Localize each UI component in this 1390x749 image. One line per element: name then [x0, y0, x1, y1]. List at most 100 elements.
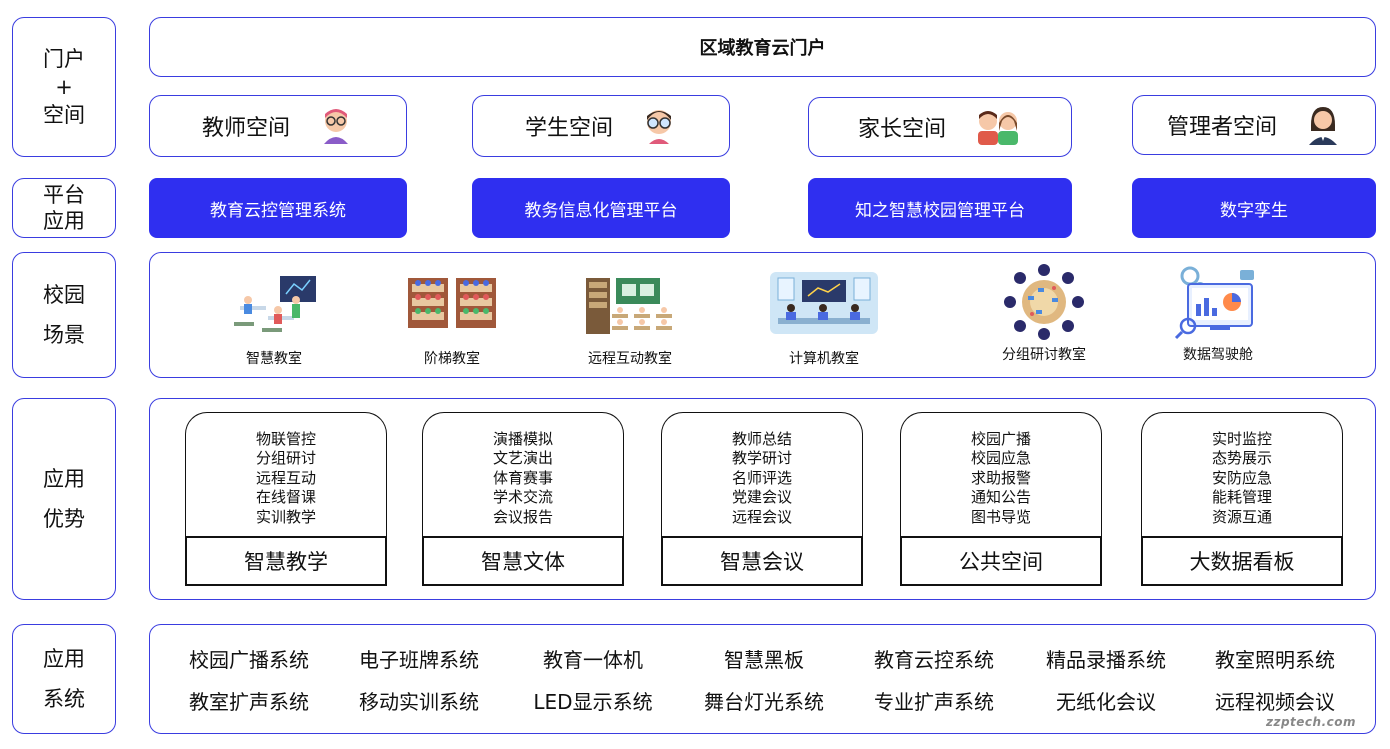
- row-label-system: 应用 系统: [12, 624, 116, 734]
- scene-label: 分组研讨教室: [1002, 347, 1086, 363]
- system-item[interactable]: 教育一体机: [543, 648, 643, 672]
- student-avatar-icon: [647, 110, 671, 144]
- advantage-item: 演播模拟: [492, 429, 553, 448]
- row-label-line: +: [55, 75, 73, 99]
- space-parent[interactable]: 家长空间: [808, 97, 1072, 157]
- advantage-items: 校园广播 校园应急 求助报警 通知公告 图书导览: [900, 412, 1102, 540]
- space-label: 管理者空间: [1166, 115, 1277, 140]
- row-label-line: 优势: [43, 507, 85, 531]
- advantage-item: 在线督课: [255, 488, 316, 507]
- system-item[interactable]: 教育云控系统: [874, 648, 994, 672]
- computer-lab-icon: [770, 272, 878, 334]
- advantage-item: 远程会议: [731, 507, 792, 526]
- scene-label: 阶梯教室: [424, 351, 480, 367]
- row-label-line: 应用: [43, 467, 85, 491]
- system-item[interactable]: 舞台灯光系统: [704, 690, 824, 714]
- scene-lecture-hall[interactable]: 阶梯教室: [404, 270, 500, 368]
- system-item[interactable]: 校园广播系统: [189, 648, 309, 672]
- row-label-line: 场景: [43, 323, 85, 347]
- advantage-card-smart-culture[interactable]: 演播模拟 文艺演出 体育赛事 学术交流 会议报告 智慧文体: [422, 412, 624, 586]
- row-label-line: 系统: [43, 687, 85, 711]
- advantage-card-public-space[interactable]: 校园广播 校园应急 求助报警 通知公告 图书导览 公共空间: [900, 412, 1102, 586]
- advantage-item: 校园广播: [970, 429, 1031, 448]
- advantage-item: 党建会议: [731, 488, 792, 507]
- system-item[interactable]: 专业扩声系统: [874, 690, 994, 714]
- scene-remote-classroom[interactable]: 远程互动教室: [582, 270, 678, 368]
- row-label-line: 平台: [43, 183, 85, 207]
- system-panel: [149, 624, 1376, 734]
- parents-avatar-icon: [978, 111, 1018, 145]
- system-item[interactable]: 电子班牌系统: [359, 648, 479, 672]
- advantage-item: 物联管控: [255, 429, 316, 448]
- space-teacher[interactable]: 教师空间: [149, 95, 407, 157]
- advantage-item: 远程互动: [255, 468, 316, 487]
- space-label: 家长空间: [857, 117, 946, 142]
- scene-smart-classroom[interactable]: 智慧教室: [226, 270, 322, 368]
- portal-title-box: 区域教育云门户: [149, 17, 1376, 77]
- advantage-panel: [149, 398, 1376, 600]
- advantage-item: 安防应急: [1211, 468, 1272, 487]
- row-label-line: 应用: [43, 647, 85, 671]
- scene-label: 智慧教室: [246, 351, 302, 367]
- advantage-item: 能耗管理: [1211, 488, 1272, 507]
- advantage-item: 资源互通: [1211, 507, 1272, 526]
- advantage-items: 教师总结 教学研讨 名师评选 党建会议 远程会议: [661, 412, 863, 540]
- advantage-items: 实时监控 态势展示 安防应急 能耗管理 资源互通: [1141, 412, 1343, 540]
- system-item[interactable]: 精品录播系统: [1046, 648, 1166, 672]
- advantage-card-big-data[interactable]: 实时监控 态势展示 安防应急 能耗管理 资源互通 大数据看板: [1141, 412, 1343, 586]
- advantage-item: 名师评选: [731, 468, 792, 487]
- advantage-item: 教学研讨: [731, 449, 792, 468]
- teacher-avatar-icon: [324, 109, 348, 144]
- system-item[interactable]: 移动实训系统: [359, 690, 479, 714]
- advantage-items: 演播模拟 文艺演出 体育赛事 学术交流 会议报告: [422, 412, 624, 540]
- platform-academic-affairs[interactable]: 教务信息化管理平台: [472, 178, 730, 238]
- row-label-portal: 门户 + 空间: [12, 17, 116, 157]
- space-student[interactable]: 学生空间: [472, 95, 730, 157]
- row-label-line: 门户: [43, 47, 85, 71]
- system-item[interactable]: 远程视频会议: [1215, 690, 1335, 714]
- advantage-title: 公共空间: [900, 536, 1102, 586]
- advantage-title: 智慧会议: [661, 536, 863, 586]
- advantage-title: 智慧教学: [185, 536, 387, 586]
- advantage-items: 物联管控 分组研讨 远程互动 在线督课 实训教学: [185, 412, 387, 540]
- advantage-item: 态势展示: [1211, 449, 1272, 468]
- system-item[interactable]: 教室扩声系统: [189, 690, 309, 714]
- portal-title: 区域教育云门户: [699, 38, 826, 59]
- space-label: 教师空间: [201, 116, 290, 141]
- system-item[interactable]: 教室照明系统: [1215, 648, 1335, 672]
- advantage-item: 实训教学: [255, 507, 316, 526]
- scene-computer-lab[interactable]: 计算机教室: [770, 270, 878, 368]
- advantage-item: 图书导览: [970, 507, 1031, 526]
- platform-smart-campus[interactable]: 知之智慧校园管理平台: [808, 178, 1072, 238]
- advantage-card-smart-meeting[interactable]: 教师总结 教学研讨 名师评选 党建会议 远程会议 智慧会议: [661, 412, 863, 586]
- advantage-title: 智慧文体: [422, 536, 624, 586]
- advantage-item: 学术交流: [492, 488, 553, 507]
- scene-data-cockpit[interactable]: 数据驾驶舱: [1170, 264, 1266, 364]
- manager-avatar-icon: [1309, 107, 1337, 145]
- advantage-item: 会议报告: [492, 507, 553, 526]
- advantage-item: 体育赛事: [492, 468, 553, 487]
- row-label-line: 空间: [43, 103, 85, 127]
- system-item[interactable]: 智慧黑板: [724, 648, 804, 672]
- platform-digital-twin[interactable]: 数字孪生: [1132, 178, 1376, 238]
- system-item[interactable]: LED显示系统: [533, 690, 653, 714]
- remote-classroom-icon: [586, 278, 672, 334]
- row-label-line: 校园: [43, 283, 85, 307]
- space-manager[interactable]: 管理者空间: [1132, 95, 1376, 155]
- advantage-item: 求助报警: [970, 468, 1031, 487]
- advantage-item: 教师总结: [731, 429, 792, 448]
- scene-group-discussion[interactable]: 分组研讨教室: [996, 264, 1092, 364]
- advantage-item: 通知公告: [970, 488, 1031, 507]
- advantage-item: 实时监控: [1211, 429, 1272, 448]
- row-label-scene: 校园 场景: [12, 252, 116, 378]
- row-label-line: 应用: [43, 209, 85, 233]
- advantage-item: 分组研讨: [255, 449, 316, 468]
- scene-label: 远程互动教室: [588, 351, 672, 367]
- row-label-platform: 平台 应用: [12, 178, 116, 238]
- lecture-hall-icon: [408, 278, 496, 328]
- advantage-title: 大数据看板: [1141, 536, 1343, 586]
- platform-cloud-control[interactable]: 教育云控管理系统: [149, 178, 407, 238]
- data-cockpit-icon: [1174, 266, 1254, 340]
- advantage-card-smart-teaching[interactable]: 物联管控 分组研讨 远程互动 在线督课 实训教学 智慧教学: [185, 412, 387, 586]
- system-item[interactable]: 无纸化会议: [1056, 690, 1156, 714]
